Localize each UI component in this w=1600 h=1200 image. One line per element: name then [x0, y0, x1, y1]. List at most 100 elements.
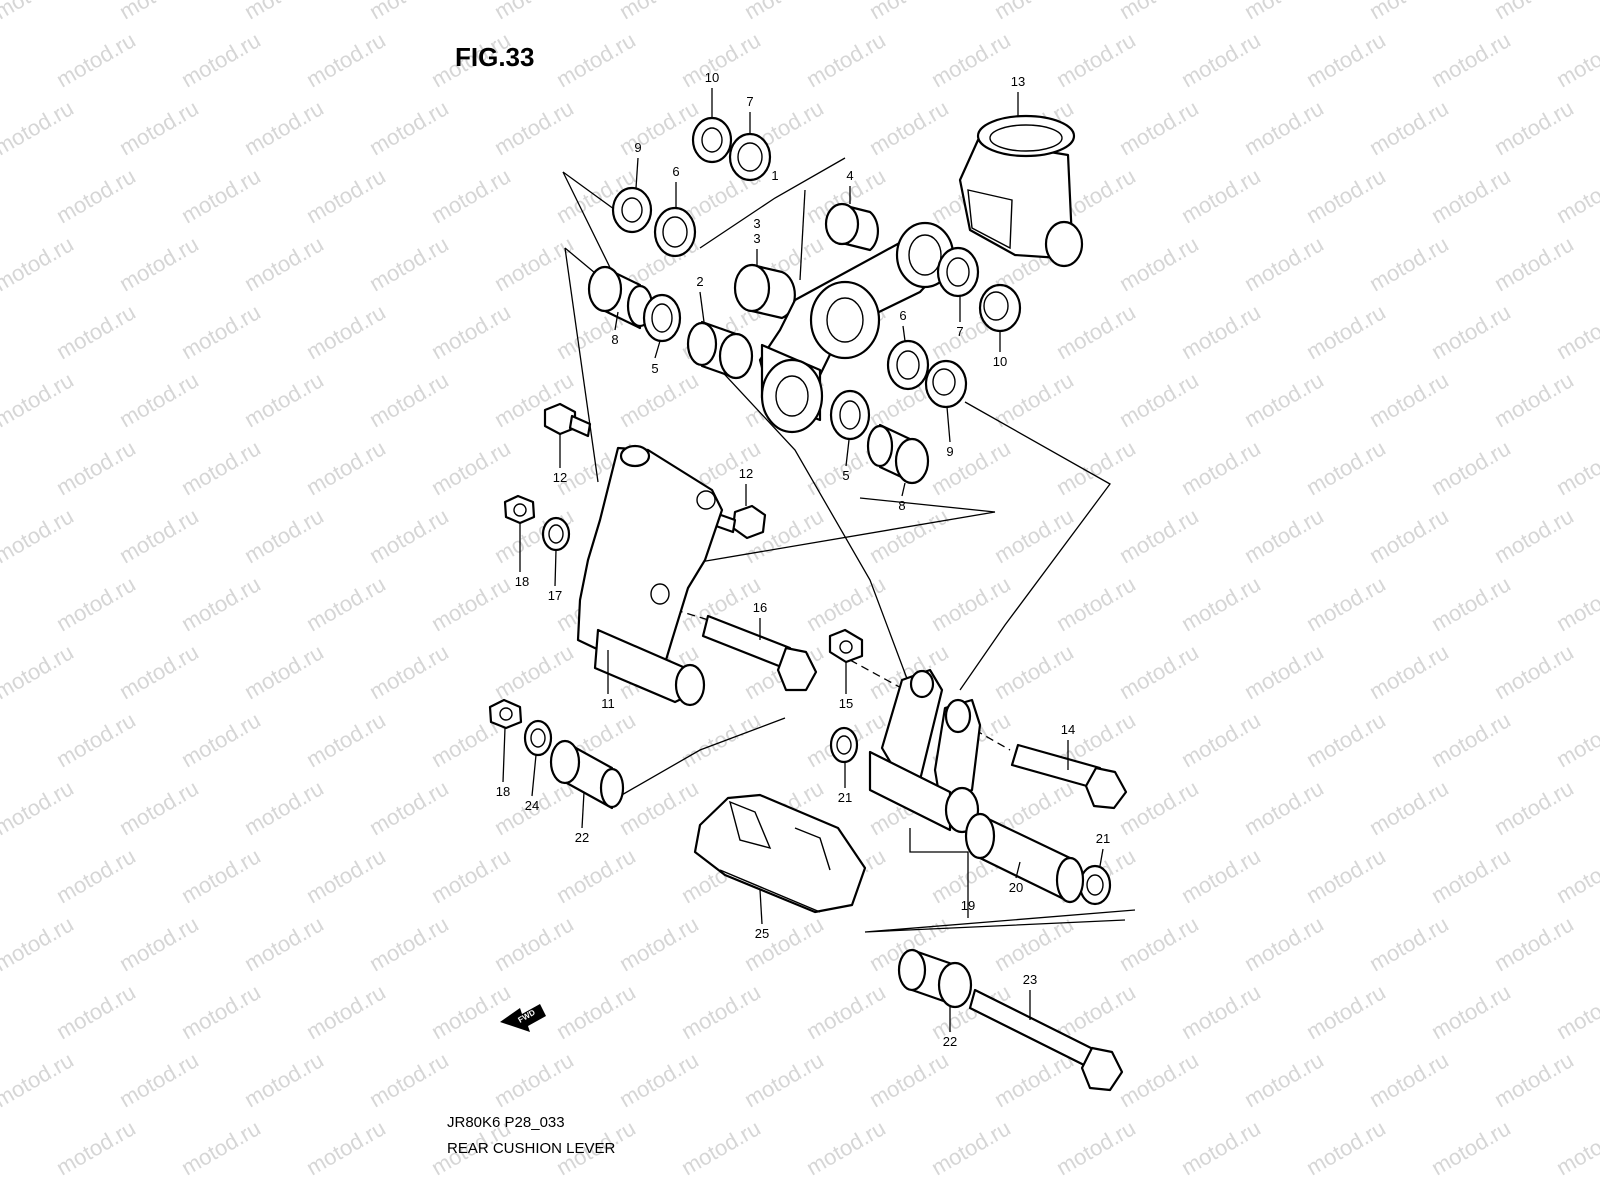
bolt-16 [701, 614, 818, 692]
watermark-text: motod.ru [1052, 1115, 1140, 1180]
watermark-text: motod.ru [177, 843, 265, 908]
watermark-text: motod.ru [1177, 435, 1265, 500]
callout-13: 13 [1011, 74, 1025, 89]
callout-22: 22 [943, 1034, 957, 1049]
watermark-text: motod.ru [865, 0, 953, 24]
watermark-text: motod.ru [0, 775, 78, 840]
callout-1: 1 [771, 168, 778, 183]
cushion-rod [868, 668, 982, 834]
bolt-23 [968, 988, 1124, 1092]
watermark-text: motod.ru [240, 775, 328, 840]
watermark-text: motod.ru [990, 1047, 1078, 1112]
watermark-text: motod.ru [1365, 503, 1453, 568]
callout-16: 16 [753, 600, 767, 615]
bearing-6-right [886, 339, 930, 391]
callout-8: 8 [611, 332, 618, 347]
watermark-text: motod.ru [1302, 707, 1390, 772]
watermark-text: motod.ru [115, 0, 203, 24]
watermark-text: motod.ru [1490, 1047, 1578, 1112]
watermark-text: motod.ru [1240, 0, 1328, 24]
callout-21: 21 [838, 790, 852, 805]
callout-2: 2 [696, 274, 703, 289]
watermark-text: motod.ru [740, 911, 828, 976]
watermark-text: motod.ru [0, 95, 78, 160]
watermark-text: motod.ru [990, 503, 1078, 568]
watermark-text: motod.ru [365, 911, 453, 976]
rubber-boot-13 [958, 114, 1084, 268]
bolt-12-right [714, 504, 767, 540]
watermark-text: motod.ru [1490, 775, 1578, 840]
bearing-5-right [829, 389, 871, 441]
callout-9: 9 [946, 444, 953, 459]
watermark-text: motod.ru [0, 367, 78, 432]
watermark-text: motod.ru [865, 1047, 953, 1112]
watermark-text: motod.ru [1177, 571, 1265, 636]
watermark-text: motod.ru [927, 435, 1015, 500]
watermark-text: motod.ru [1115, 95, 1203, 160]
callout-3: 3 [753, 216, 760, 231]
washer-9-right [924, 359, 968, 409]
collar-22-left [549, 739, 625, 810]
watermark-text: motod.ru [1052, 435, 1140, 500]
watermark-text: motod.ru [1552, 1115, 1600, 1180]
watermark-text: motod.ru [1365, 95, 1453, 160]
watermark-text: motod.ru [740, 0, 828, 24]
watermark-text: motod.ru [490, 95, 578, 160]
watermark-text: motod.ru [52, 979, 140, 1044]
watermark-text: motod.ru [1490, 367, 1578, 432]
callout-15: 15 [839, 696, 853, 711]
watermark-text: motod.ru [927, 27, 1015, 92]
watermark-text: motod.ru [115, 231, 203, 296]
watermark-text: motod.ru [427, 299, 515, 364]
watermark-text: motod.ru [302, 435, 390, 500]
watermark-text: motod.ru [1302, 435, 1390, 500]
watermark-text: motod.ru [865, 95, 953, 160]
watermark-text: motod.ru [927, 1115, 1015, 1180]
callout-9: 9 [634, 140, 641, 155]
watermark-text: motod.ru [490, 0, 578, 24]
bolt-12-left [543, 402, 592, 438]
watermark-text: motod.ru [740, 1047, 828, 1112]
callout-6: 6 [899, 308, 906, 323]
watermark-text: motod.ru [240, 639, 328, 704]
watermark-text: motod.ru [427, 979, 515, 1044]
bolt-14 [1010, 743, 1128, 810]
watermark-text: motod.ru [115, 1047, 203, 1112]
watermark-text: motod.ru [302, 27, 390, 92]
watermark-text: motod.ru [1365, 639, 1453, 704]
watermark-text: motod.ru [1240, 775, 1328, 840]
watermark-text: motod.ru [302, 979, 390, 1044]
watermark-text: motod.ru [365, 231, 453, 296]
callout-18: 18 [496, 784, 510, 799]
washer-9-top [611, 186, 653, 234]
watermark-text: motod.ru [552, 843, 640, 908]
watermark-text: motod.ru [677, 1115, 765, 1180]
watermark-text: motod.ru [1365, 367, 1453, 432]
watermark-text: motod.ru [677, 707, 765, 772]
watermark-text: motod.ru [1552, 979, 1600, 1044]
watermark-text: motod.ru [240, 0, 328, 24]
watermark-text: motod.ru [177, 1115, 265, 1180]
bushing-3 [733, 263, 796, 320]
cap-10-top [691, 116, 733, 164]
cushion-lever-1 [758, 221, 955, 434]
callout-10: 10 [993, 354, 1007, 369]
watermark-text: motod.ru [1490, 0, 1578, 24]
bearing-6-top [653, 206, 697, 258]
oil-seal-7-right [936, 246, 980, 298]
watermark-text: motod.ru [365, 639, 453, 704]
watermark-text: motod.ru [0, 639, 78, 704]
watermark-text: motod.ru [177, 979, 265, 1044]
figure-title: FIG.33 [455, 42, 534, 72]
watermark-text: motod.ru [1552, 299, 1600, 364]
washer-21-mid [829, 726, 859, 764]
watermark-text: motod.ru [365, 503, 453, 568]
watermark-text: motod.ru [1427, 571, 1515, 636]
washer-17 [541, 516, 571, 552]
watermark-text: motod.ru [1552, 707, 1600, 772]
oil-seal-7-top [728, 132, 772, 182]
callout-12: 12 [739, 466, 753, 481]
watermark-text: motod.ru [52, 163, 140, 228]
watermark-text: motod.ru [115, 367, 203, 432]
